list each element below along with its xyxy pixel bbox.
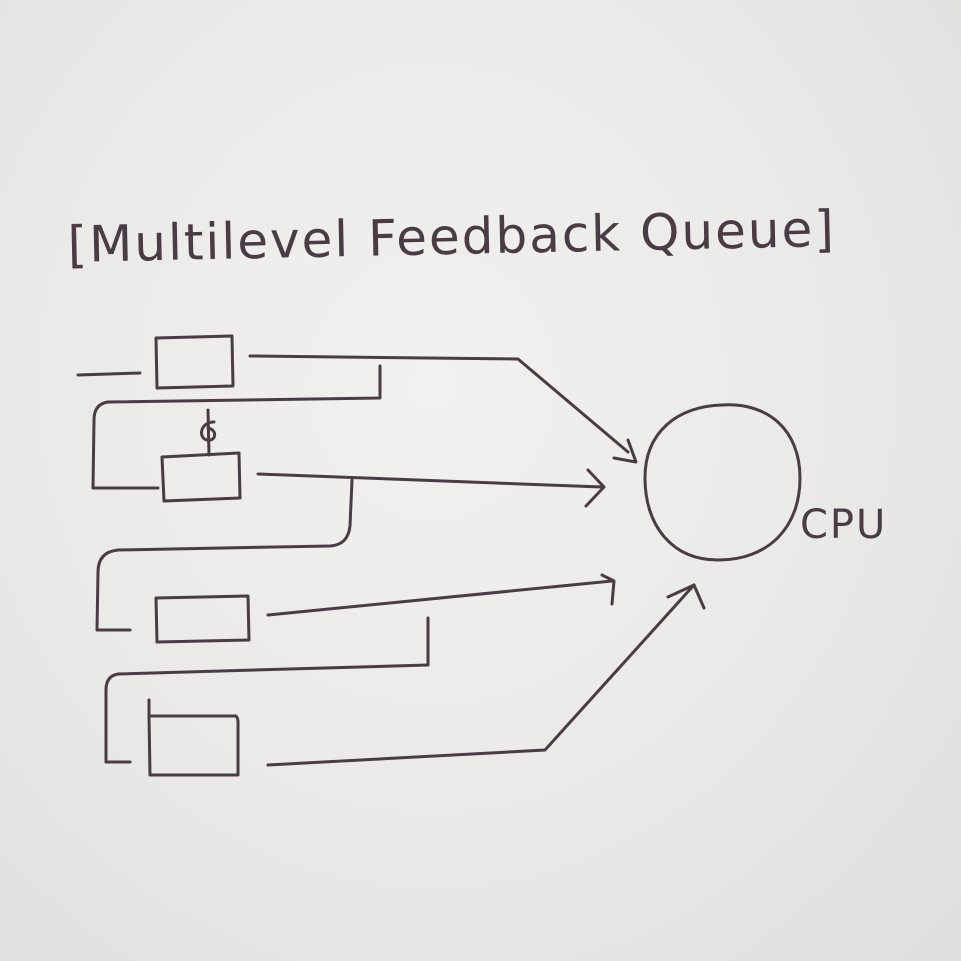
queue-2-box — [160, 451, 242, 503]
feedback-2-to-3-line — [95, 478, 354, 632]
queue-1-entry-line — [76, 371, 142, 377]
cpu-circle — [643, 403, 802, 562]
queue-1-to-cpu-line — [248, 354, 630, 454]
queue-4-arrowhead — [666, 583, 706, 610]
queue-link-loop — [200, 420, 217, 442]
queue-link-connector — [206, 408, 211, 457]
queue-4-box — [147, 698, 240, 777]
queue-2-arrowhead — [584, 468, 606, 508]
queue-3-to-cpu-line — [266, 579, 614, 617]
queue-3-box — [154, 594, 251, 644]
feedback-1-to-2-line — [91, 364, 382, 490]
queue-1-arrowhead — [612, 438, 638, 464]
queue-2-to-cpu-line — [256, 472, 604, 489]
cpu-label: CPU — [800, 502, 887, 548]
queue-4-to-cpu-line — [266, 583, 696, 767]
queue-1-box — [154, 334, 235, 390]
diagram-title: [Multilevel Feedback Queue] — [67, 200, 836, 274]
feedback-3-to-4-line — [104, 616, 430, 764]
queue-3-arrowhead — [600, 573, 616, 606]
